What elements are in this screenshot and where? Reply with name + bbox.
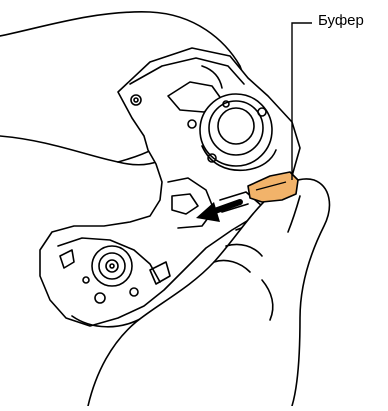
buffer-callout-label: Буфер [318, 13, 364, 28]
